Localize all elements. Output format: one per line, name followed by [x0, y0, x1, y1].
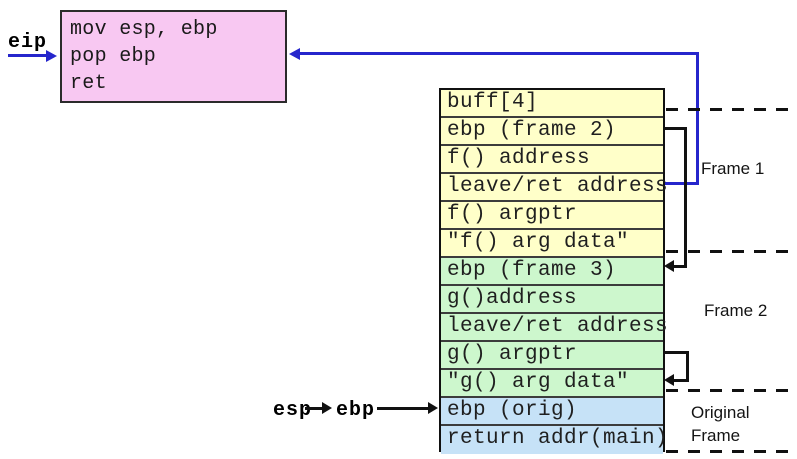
ebp-chain1-top-segment: [665, 127, 687, 130]
eip-register-label: eip: [8, 31, 48, 54]
original-frame-label: Original Frame: [691, 403, 750, 445]
frame-boundary-dash-top: [666, 108, 795, 111]
esp-register-label: esp: [273, 399, 313, 422]
stack-row-f-arg-data: "f() arg data": [441, 230, 663, 258]
stack-row-f-address: f() address: [441, 146, 663, 174]
eip-arrow-shaft: [8, 54, 48, 57]
ebp-chain2-arrow-head-icon: [664, 374, 674, 386]
frame-boundary-dash-frame2-orig: [666, 389, 795, 392]
ebp-arrow-shaft: [377, 407, 428, 410]
stack-row-return-addr: return addr(main): [441, 426, 668, 454]
esp-arrow-head-icon: [322, 402, 332, 414]
stack-row-f-argptr: f() argptr: [441, 202, 663, 230]
code-line-pop: pop ebp: [70, 45, 157, 68]
esp-arrow-shaft: [305, 407, 326, 410]
frame-boundary-dash-frame1-2: [666, 250, 795, 253]
ebp-chain2-bottom-segment: [671, 379, 689, 382]
ebp-register-label: ebp: [336, 399, 376, 422]
eip-arrow-head-icon: [46, 50, 57, 62]
ebp-chain2-vertical-segment: [686, 351, 689, 382]
stack-row-leave-ret-1: leave/ret address: [441, 174, 668, 202]
stack-row-g-arg-data: "g() arg data": [441, 370, 663, 398]
ebp-chain2-top-segment: [665, 351, 689, 354]
return-arrow-stack-segment: [665, 182, 699, 185]
frame1-label: Frame 1: [701, 159, 765, 178]
ebp-chain1-bottom-segment: [670, 265, 687, 268]
stack-column: buff[4] ebp (frame 2) f() address leave/…: [439, 88, 668, 454]
stack-row-buff: buff[4]: [441, 90, 663, 118]
return-arrow-vertical-segment: [696, 52, 699, 185]
frame-boundary-dash-bottom: [666, 450, 797, 453]
code-line-ret: ret: [70, 72, 107, 95]
stack-row-leave-ret-2: leave/ret address: [441, 314, 668, 342]
ebp-chain1-vertical-segment: [684, 127, 687, 268]
return-arrow-head-icon: [289, 48, 300, 60]
return-arrow-top-segment: [298, 52, 699, 55]
ebp-arrow-head-icon: [428, 402, 438, 414]
ebp-chain1-arrow-head-icon: [664, 260, 674, 272]
stack-row-ebp-orig: ebp (orig): [441, 398, 663, 426]
stack-row-g-argptr: g() argptr: [441, 342, 663, 370]
code-line-mov: mov esp, ebp: [70, 18, 218, 41]
frame2-label: Frame 2: [704, 301, 768, 320]
stack-row-g-address: g()address: [441, 286, 663, 314]
stack-row-ebp-frame3: ebp (frame 3): [441, 258, 663, 286]
code-gadget-box: mov esp, ebp pop ebp ret: [60, 10, 287, 103]
stack-row-ebp-frame2: ebp (frame 2): [441, 118, 663, 146]
